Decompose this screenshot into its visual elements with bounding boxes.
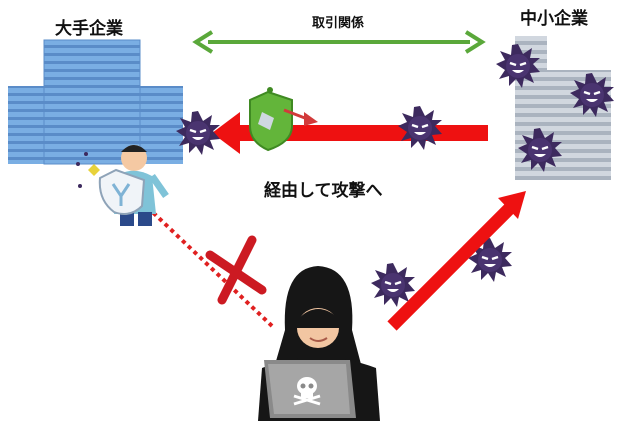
- virus-icon: [369, 261, 417, 309]
- skull-icon: [293, 377, 321, 406]
- relationship-arrow: [192, 30, 486, 54]
- security-shield-icon: [249, 87, 318, 152]
- large-company-building: [8, 39, 183, 165]
- large-company-label: 大手企業: [55, 19, 123, 39]
- attack-arrow-to-small: [387, 191, 526, 331]
- blocked-attack-path: [136, 196, 274, 328]
- attack-via-label: 経由して攻撃へ: [264, 181, 383, 201]
- small-company-label: 中小企業: [520, 9, 588, 29]
- defense-shield-icon: [76, 152, 146, 215]
- blocked-cross-icon: [205, 235, 267, 305]
- virus-icon: [396, 104, 444, 152]
- business-relationship-label: 取引関係: [312, 16, 365, 31]
